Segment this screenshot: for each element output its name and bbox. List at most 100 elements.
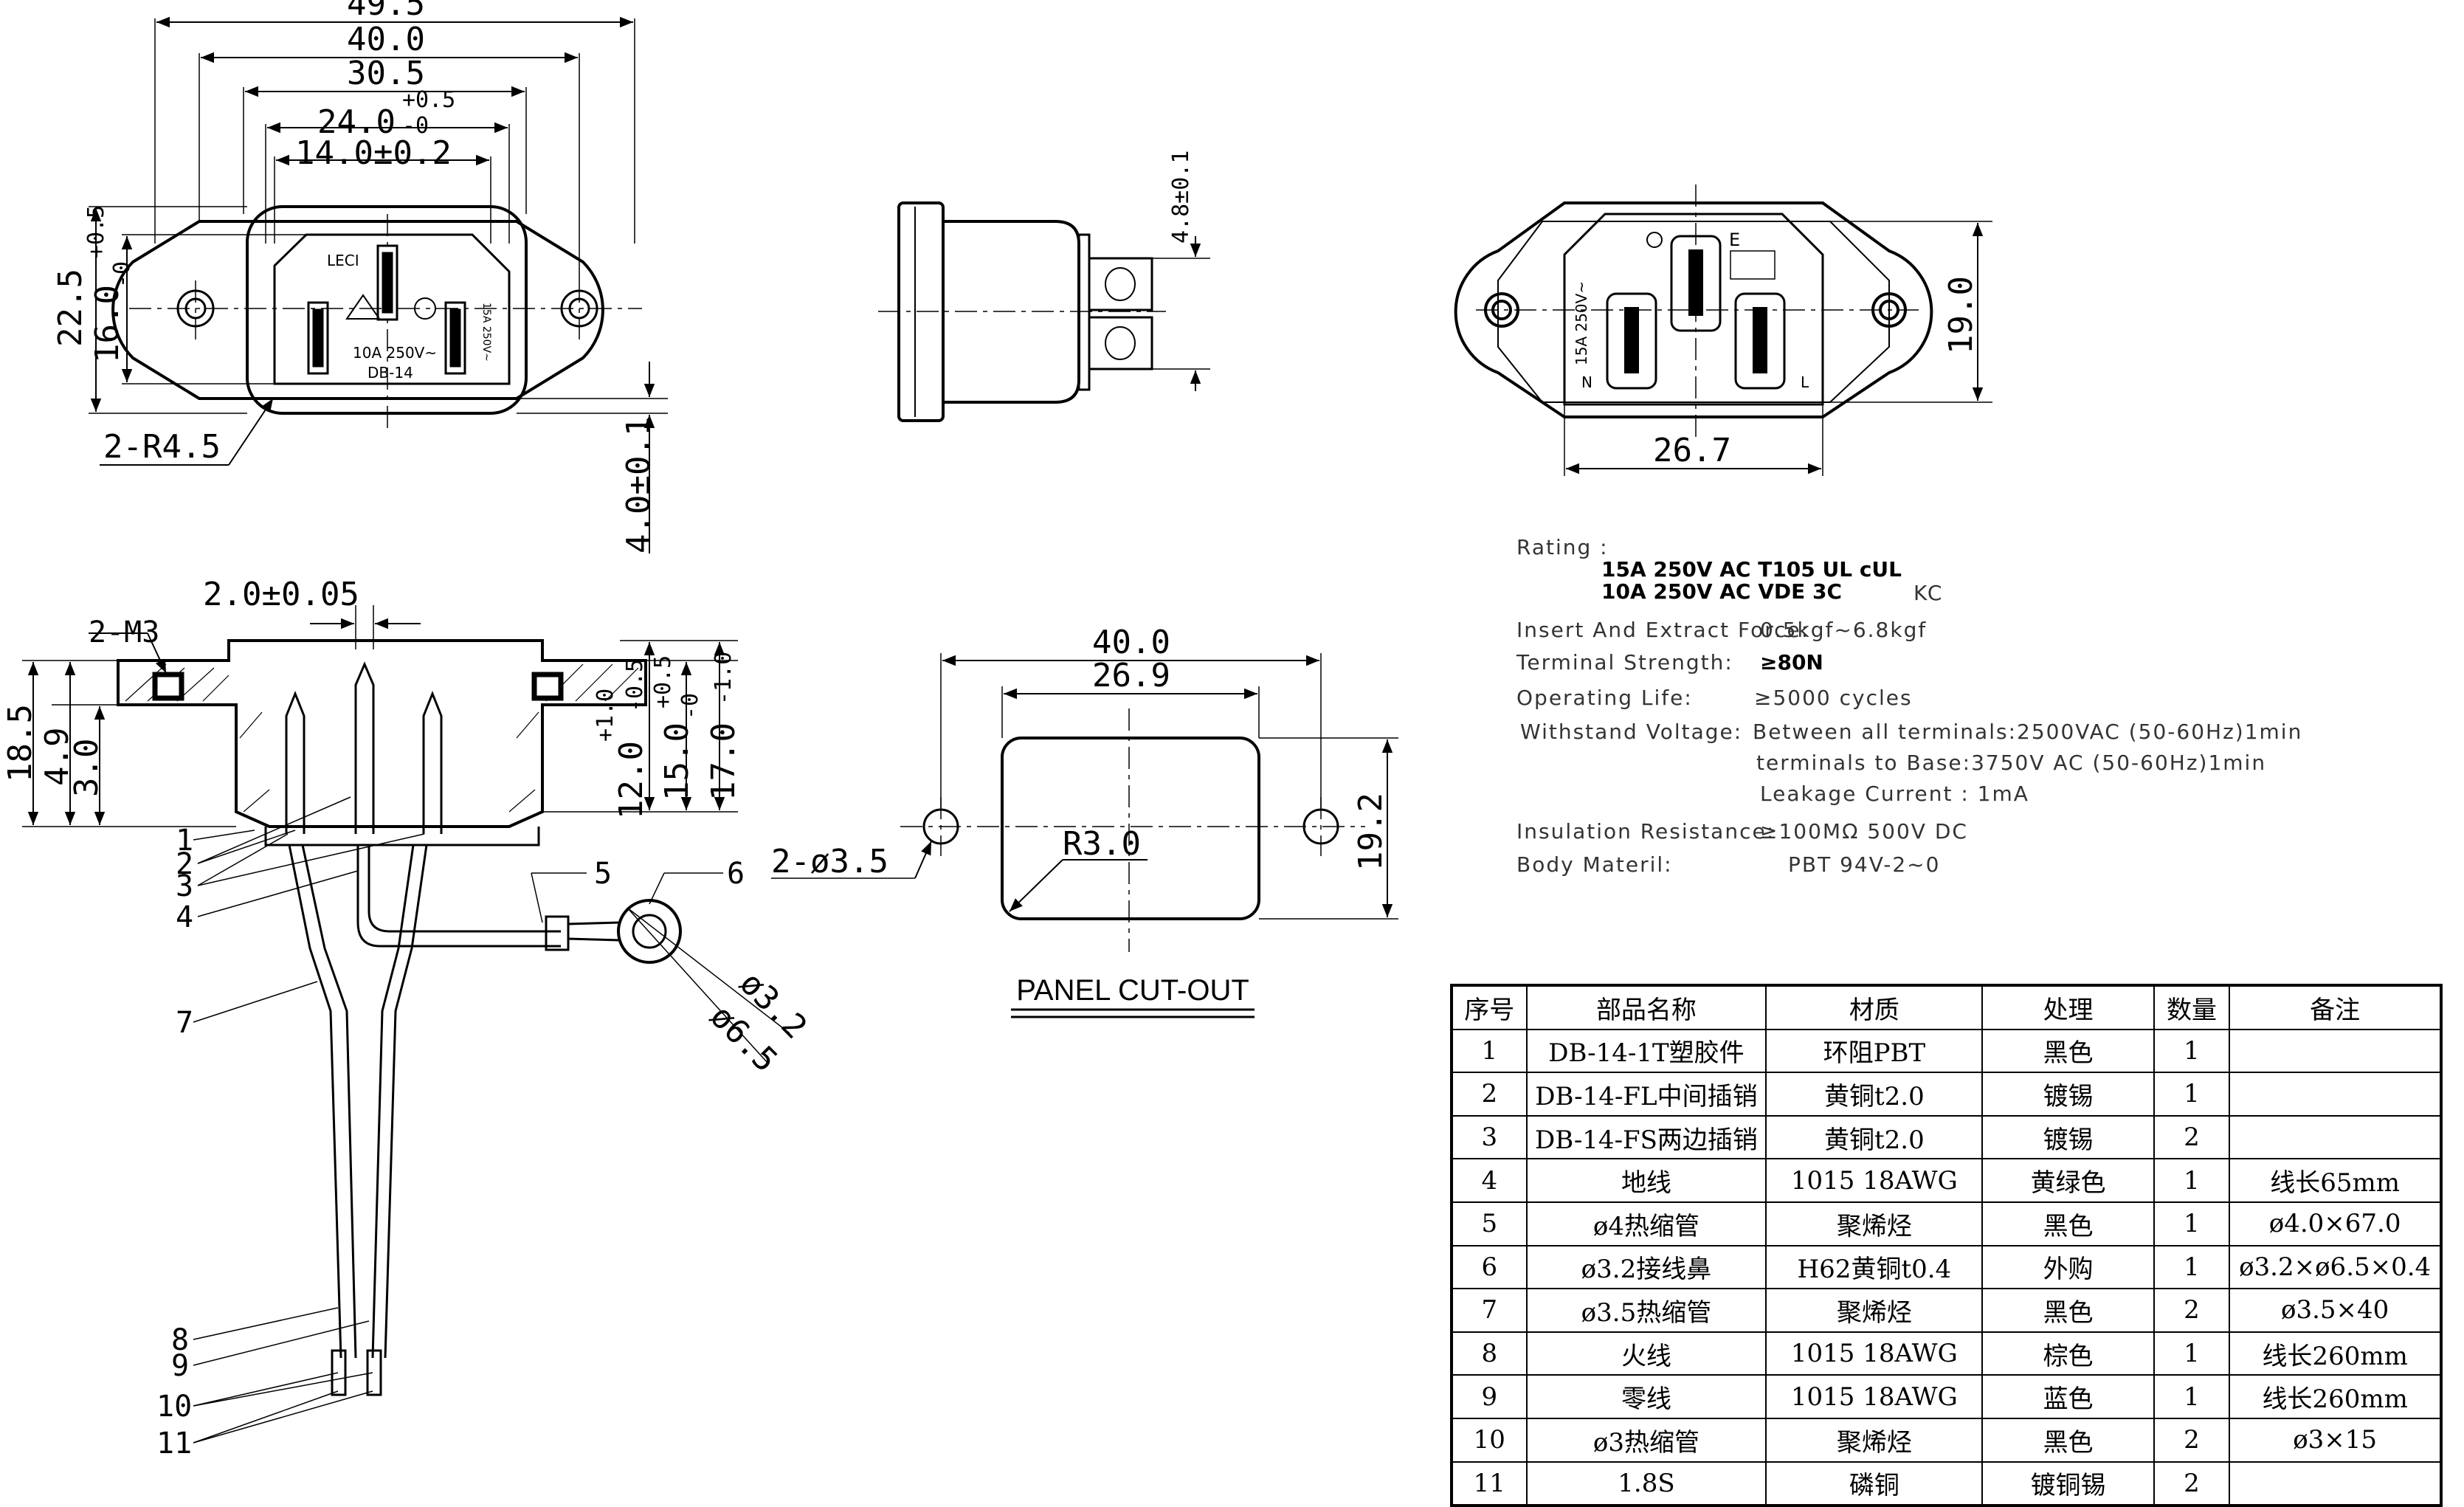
cell-part-name: 地线	[1525, 1158, 1767, 1203]
bom-header-row: 序号 部品名称 材质 处理 数量 备注	[1451, 984, 2442, 1030]
tol-plus-0-5: +0.5	[650, 655, 676, 708]
rating-line-2: 10A 250V AC VDE 3C	[1601, 579, 1843, 604]
cell-remarks	[2229, 1114, 2442, 1160]
cell-material: 聚烯烃	[1765, 1201, 1984, 1246]
front-view-labels: 49.5 40.0 30.5 24.0 +0.5 -0 14.0±0.2 22.…	[52, 0, 658, 554]
callout-8: 8	[171, 1323, 189, 1357]
dim-22-5: 22.5	[52, 269, 89, 347]
dim-2-0: 2.0±0.05	[203, 576, 359, 613]
dim-cutout-19-2: 19.2	[1352, 793, 1390, 871]
marking-side-rating: 15A 250V~	[480, 303, 492, 362]
col-header-remarks: 备注	[2229, 984, 2442, 1030]
terminal-value: ≥80N	[1760, 650, 1823, 675]
cell-no: 6	[1451, 1244, 1528, 1290]
cell-material: 黄铜t2.0	[1765, 1114, 1984, 1160]
cell-remarks: 线长65mm	[2229, 1158, 2442, 1203]
dim-16-0: 16.0	[89, 285, 126, 363]
withstand-label: Withstand Voltage:	[1520, 720, 1743, 744]
col-header-material: 材质	[1765, 984, 1984, 1030]
tol-plus-v: +0.5	[83, 205, 109, 258]
dim-cutout-r3-0: R3.0	[1063, 825, 1141, 863]
cell-qty: 1	[2153, 1374, 2231, 1419]
callout-1: 1	[176, 824, 193, 858]
tol-minus-1-0: -1.0	[711, 652, 736, 705]
cell-part-name: ø3.2接线鼻	[1525, 1244, 1767, 1290]
cell-qty: 1	[2153, 1201, 2231, 1246]
insert-extract-label: Insert And Extract Force:	[1516, 618, 1810, 642]
body-value: PBT 94V-2~0	[1788, 852, 1941, 877]
dim-24-0: 24.0	[317, 103, 396, 141]
body-label: Body Materil:	[1516, 852, 1673, 877]
cell-part-name: 零线	[1525, 1374, 1767, 1419]
cell-no: 8	[1451, 1331, 1528, 1376]
cell-qty: 1	[2153, 1244, 2231, 1290]
cell-part-name: DB-14-FL中间插销	[1525, 1072, 1767, 1117]
marking-rating: 10A 250V~	[353, 344, 437, 362]
callout-7: 7	[176, 1006, 193, 1040]
cell-no: 2	[1451, 1072, 1528, 1117]
callout-10: 10	[156, 1390, 192, 1424]
rear-view	[1454, 185, 1992, 476]
dim-3-0: 3.0	[68, 739, 106, 797]
withstand-line-1: Between all terminals:2500VAC (50-60Hz)1…	[1753, 720, 2303, 744]
cell-qty: 2	[2153, 1114, 2231, 1160]
leakage-current: Leakage Current : 1mA	[1760, 782, 2029, 806]
cell-no: 3	[1451, 1114, 1528, 1160]
cell-finish: 黑色	[1981, 1288, 2155, 1333]
marking-live: L	[1801, 373, 1809, 391]
cell-finish: 黑色	[1981, 1417, 2155, 1463]
cell-no: 10	[1451, 1417, 1528, 1463]
rating-line-1: 15A 250V AC T105 UL cUL	[1601, 557, 1902, 582]
dim-26-7: 26.7	[1653, 432, 1731, 469]
panel-cutout-labels: 40.0 26.9 19.2 R3.0 2-ø3.5 PANEL CUT-OUT	[771, 624, 1390, 1007]
dim-4-9: 4.9	[38, 728, 76, 786]
callout-3: 3	[176, 869, 193, 903]
marking-earth: E	[1729, 230, 1740, 250]
dim-4-0: 4.0±0.1	[620, 417, 658, 554]
cell-material: 1015 18AWG	[1765, 1331, 1984, 1376]
cell-part-name: ø3热缩管	[1525, 1417, 1767, 1463]
rating-label: Rating :	[1516, 535, 1609, 559]
insulation-label: Insulation Resistance:	[1516, 819, 1775, 844]
cell-material: 聚烯烃	[1765, 1288, 1984, 1333]
insert-extract-value: 0.5kgf~6.8kgf	[1760, 618, 1928, 642]
dim-cutout-2-d3-5: 2-ø3.5	[771, 843, 888, 880]
dim-40-0: 40.0	[347, 21, 425, 58]
cell-material: 1015 18AWG	[1765, 1374, 1984, 1419]
col-header-finish: 处理	[1981, 984, 2155, 1030]
col-header-part-name: 部品名称	[1525, 984, 1767, 1030]
callout-9: 9	[171, 1349, 189, 1383]
cell-qty: 2	[2153, 1417, 2231, 1463]
cell-no: 4	[1451, 1158, 1528, 1203]
rating-kc: KC	[1913, 581, 1944, 605]
dim-2-r4-5: 2-R4.5	[103, 428, 221, 466]
col-header-qty: 数量	[2153, 984, 2231, 1030]
marking-model: DB-14	[367, 364, 413, 382]
dim-15-0: 15.0	[658, 723, 696, 801]
dim-4-8: 4.8±0.1	[1168, 151, 1194, 244]
cell-no: 5	[1451, 1201, 1528, 1246]
cell-remarks: ø4.0×67.0	[2229, 1201, 2442, 1246]
dim-cutout-26-9: 26.9	[1092, 657, 1170, 694]
col-header-no: 序号	[1451, 984, 1528, 1030]
tol-minus-0: -0	[677, 693, 703, 720]
callout-11: 11	[156, 1427, 192, 1461]
cell-remarks: ø3.5×40	[2229, 1288, 2442, 1333]
cell-qty: 1	[2153, 1158, 2231, 1203]
callout-4: 4	[176, 900, 193, 934]
cell-finish: 黑色	[1981, 1028, 2155, 1074]
terminal-label: Terminal Strength:	[1516, 650, 1733, 675]
cell-remarks	[2229, 1461, 2442, 1507]
cell-no: 9	[1451, 1374, 1528, 1419]
callout-5: 5	[594, 857, 612, 891]
